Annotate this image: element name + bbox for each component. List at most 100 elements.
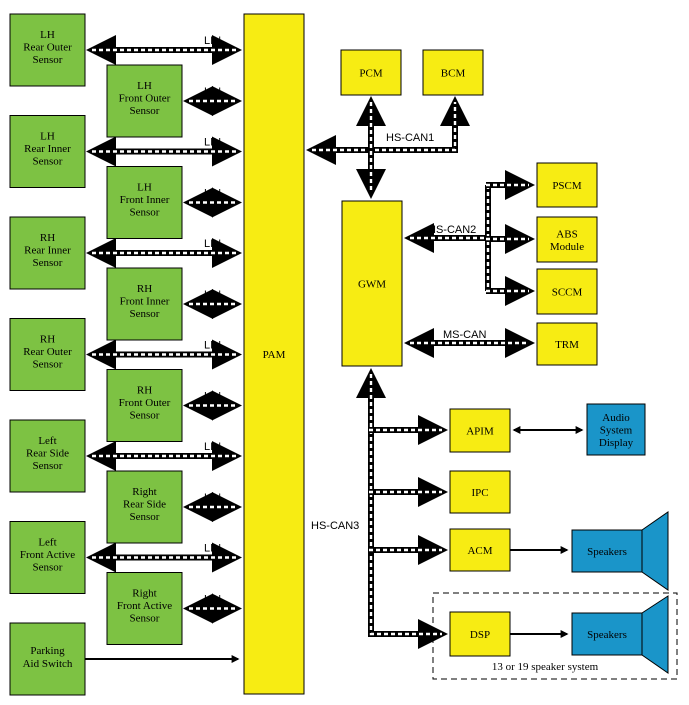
speaker-cone-2-icon [641, 595, 669, 674]
dsp-module [449, 611, 511, 657]
trm-module [536, 322, 598, 366]
sensor-rh-rear-outer-label: RH [40, 334, 55, 346]
sensor-left-rear-side-label: Left [38, 435, 56, 447]
speaker-system-note: 13 or 19 speaker system [492, 661, 599, 673]
acm-module-label: ACM [467, 545, 492, 557]
apim-module-label: APIM [466, 426, 494, 438]
bus-label-hs-can2: HS-CAN2 [428, 224, 476, 236]
pscm-module-label: PSCM [552, 180, 582, 192]
hs-can3-trunk [356, 368, 448, 649]
pscm-module [536, 162, 598, 208]
sensor-lh-front-inner-label: Front Inner [120, 194, 170, 206]
parking-aid-switch [9, 622, 86, 696]
sensor-rh-front-outer [106, 369, 183, 442]
audio-system-display-label: System [600, 425, 633, 437]
gwm-module [341, 200, 403, 367]
abs-module [536, 216, 598, 263]
hs-can1-bus-stripe [312, 102, 457, 152]
sensor-lh-front-inner-label: LH [137, 182, 152, 194]
lin-label: LIN [204, 289, 221, 301]
sensor-rh-rear-outer-label: Sensor [33, 359, 63, 371]
speakers-1 [571, 529, 643, 573]
sensor-right-rear-side-label: Rear Side [123, 499, 166, 511]
sensor-right-rear-side [106, 470, 183, 544]
lin-label: LIN [204, 441, 221, 453]
lin-label: LIN [204, 137, 221, 149]
audio-system-display [586, 403, 646, 456]
sensor-lh-front-inner-label: Sensor [130, 207, 160, 219]
sensor-rh-front-inner-label: Sensor [130, 308, 160, 320]
lin-label: LIN [204, 188, 221, 200]
abs-module-label: ABS [556, 228, 577, 240]
sensor-right-front-active-label: Front Active [117, 600, 172, 612]
sensor-lh-front-inner [106, 166, 183, 239]
bus-label-hs-can1: HS-CAN1 [386, 132, 434, 144]
bcm-module-label: BCM [441, 68, 466, 80]
sensor-lh-rear-outer-label: Sensor [33, 54, 63, 66]
speakers-2 [571, 612, 643, 656]
audio-system-display-label: Audio [602, 412, 630, 424]
sensor-right-rear-side-label: Right [132, 486, 156, 498]
sensor-right-rear-side-label: Sensor [130, 511, 160, 523]
pcm-module-label: PCM [359, 68, 382, 80]
hs-can3-trunk-stripe [369, 374, 442, 636]
sensor-left-front-active-label: Left [38, 537, 56, 549]
sensor-rh-front-outer-label: RH [137, 385, 152, 397]
sensor-lh-front-outer-label: Sensor [130, 105, 160, 117]
speakers-2-label: Speakers [587, 629, 627, 641]
sensor-lh-rear-inner-label: LH [40, 131, 55, 143]
sensor-lh-rear-outer-label: Rear Outer [23, 42, 72, 54]
sensor-lh-front-outer-label: Front Outer [119, 93, 171, 105]
lin-label: LIN [204, 391, 221, 403]
sensor-right-front-active-label: Sensor [130, 613, 160, 625]
bcm-module [422, 49, 484, 96]
apim-module [449, 408, 511, 453]
component-boxes [9, 13, 669, 696]
ipc-module [449, 470, 511, 514]
lin-label: LIN [204, 340, 221, 352]
dsp-module-label: DSP [470, 629, 490, 641]
sensor-left-front-active-label: Front Active [20, 549, 75, 561]
parking-aid-switch-label: Parking [30, 645, 65, 657]
sensor-rh-rear-inner-label: RH [40, 232, 55, 244]
sensor-right-front-active-label: Right [132, 588, 156, 600]
sensor-lh-rear-outer-label: LH [40, 29, 55, 41]
parking-aid-switch-label: Aid Switch [23, 658, 73, 670]
sensor-lh-rear-inner-label: Rear Inner [24, 143, 71, 155]
pam-module [243, 13, 305, 695]
lin-label: LIN [204, 35, 221, 47]
trm-module-label: TRM [555, 339, 579, 351]
audio-system-display-label: Display [599, 437, 634, 449]
sensor-rh-rear-inner [9, 216, 86, 290]
pam-label: PAM [263, 349, 286, 361]
sensor-rh-front-outer-label: Front Outer [119, 397, 171, 409]
sensor-lh-rear-outer [9, 13, 86, 87]
sccm-module [536, 268, 598, 315]
sensor-left-front-active-label: Sensor [33, 562, 63, 574]
sensor-lh-rear-inner-label: Sensor [33, 156, 63, 168]
lin-label: LIN [204, 238, 221, 250]
sensor-rh-front-outer-label: Sensor [130, 410, 160, 422]
lin-label: LIN [204, 543, 221, 555]
gwm-module-label: GWM [358, 279, 386, 291]
abs-module-label: Module [550, 241, 584, 253]
speaker-system-group [432, 592, 678, 680]
sensor-rh-front-inner-label: Front Inner [120, 296, 170, 308]
sccm-module-label: SCCM [552, 287, 583, 299]
sensor-left-front-active [9, 521, 86, 594]
sensor-left-rear-side-label: Sensor [33, 460, 63, 472]
speaker-cone-1-icon [641, 511, 669, 591]
sensor-rh-rear-inner-label: Sensor [33, 257, 63, 269]
acm-module [449, 528, 511, 572]
sensor-right-front-active [106, 572, 183, 645]
sensor-lh-front-outer [106, 64, 183, 138]
sensor-rh-rear-inner-label: Rear Inner [24, 245, 71, 257]
lin-label: LIN [204, 594, 221, 606]
speakers-1-label: Speakers [587, 546, 627, 558]
lin-label: LIN [204, 492, 221, 504]
ipc-module-label: IPC [471, 487, 488, 499]
sensor-lh-front-outer-label: LH [137, 80, 152, 92]
sensor-rh-rear-outer [9, 318, 86, 391]
